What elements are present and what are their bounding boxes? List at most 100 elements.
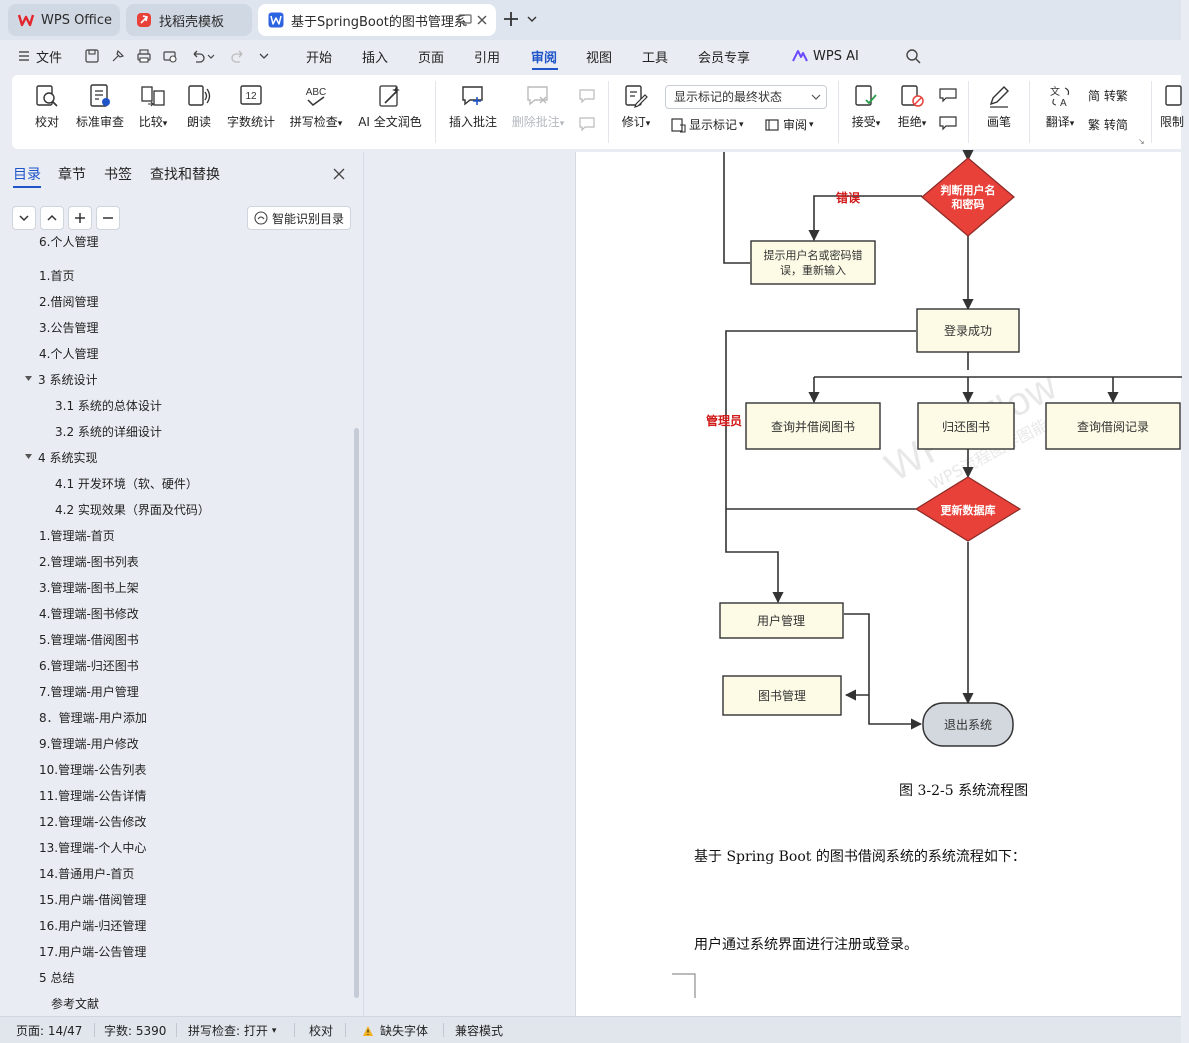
print-preview-icon[interactable] — [162, 48, 178, 64]
toc-item[interactable]: 3 系统设计 — [38, 373, 98, 387]
ai-polish-button[interactable]: AI 全文润色 — [356, 79, 424, 130]
menu-review[interactable]: 审阅 — [531, 50, 558, 66]
show-markup-button[interactable]: 显示标记▾ — [670, 116, 744, 133]
tab-document[interactable]: 基于SpringBoot的图书管理系 — [258, 4, 496, 36]
menu-view[interactable]: 视图 — [586, 50, 613, 66]
delete-comment-button[interactable]: 删除批注▾ — [508, 79, 568, 130]
toc-item[interactable]: 5.管理端-借阅图书 — [39, 633, 139, 647]
expand-triangle-icon[interactable] — [24, 374, 33, 383]
toc-item[interactable]: 13.管理端-个人中心 — [39, 841, 147, 855]
toc-item[interactable]: 9.管理端-用户修改 — [39, 737, 139, 751]
ribbon-expand-icon[interactable]: ↘ — [1138, 137, 1145, 146]
save-icon[interactable] — [84, 48, 100, 64]
toc-item[interactable]: 2.借阅管理 — [39, 295, 99, 309]
page-indicator[interactable]: 页面: 14/47 — [16, 1024, 83, 1038]
menu-page[interactable]: 页面 — [418, 50, 445, 66]
toc-item[interactable]: 3.管理端-图书上架 — [39, 581, 139, 595]
track-changes-button[interactable]: 修订▾ — [618, 79, 654, 130]
redo-icon[interactable] — [230, 48, 246, 64]
tab-wps-office[interactable]: WPS Office — [8, 4, 120, 36]
tab-bookmarks[interactable]: 书签 — [104, 167, 132, 183]
add-heading-button[interactable] — [68, 206, 92, 230]
quick-access-dropdown-icon[interactable] — [258, 48, 270, 64]
missing-font-status[interactable]: 缺失字体 — [362, 1022, 428, 1039]
expand-triangle-icon[interactable] — [24, 452, 33, 461]
toc-item[interactable]: 12.管理端-公告修改 — [39, 815, 147, 829]
toc-item[interactable]: 14.普通用户-首页 — [39, 867, 135, 881]
expand-down-button[interactable] — [12, 206, 36, 230]
pen-button[interactable]: 画笔 — [984, 79, 1014, 130]
compare-button[interactable]: 比较▾ — [134, 79, 172, 130]
undo-dropdown-icon[interactable] — [206, 48, 216, 64]
toc-item[interactable]: 4 系统实现 — [38, 451, 98, 465]
toc-item[interactable]: 1.首页 — [39, 269, 75, 283]
toc-item[interactable]: 2.管理端-图书列表 — [39, 555, 139, 569]
menu-tools[interactable]: 工具 — [642, 50, 669, 66]
accept-button[interactable]: 接受▾ — [848, 79, 884, 130]
previous-change-icon[interactable] — [938, 87, 958, 105]
proofread-button[interactable]: 校对 — [32, 79, 62, 130]
close-icon[interactable] — [332, 167, 346, 181]
tab-chapters[interactable]: 章节 — [58, 167, 86, 183]
previous-comment-icon[interactable] — [578, 87, 596, 105]
toc-item[interactable]: 6.个人管理 — [39, 235, 99, 249]
toc-item[interactable]: 5 总结 — [39, 971, 75, 985]
chevron-down-icon[interactable] — [526, 13, 538, 25]
search-icon[interactable] — [905, 48, 921, 64]
reject-button[interactable]: 拒绝▾ — [894, 79, 930, 130]
format-painter-icon[interactable] — [110, 48, 126, 64]
markup-state-select[interactable]: 显示标记的最终状态 — [665, 85, 827, 109]
toc-item[interactable]: 1.管理端-首页 — [39, 529, 115, 543]
spell-check-button[interactable]: ABC 拼写检查▾ — [287, 79, 345, 130]
toc-item[interactable]: 参考文献 — [51, 997, 100, 1011]
remove-heading-button[interactable] — [96, 206, 120, 230]
toc-item[interactable]: 17.用户端-公告管理 — [39, 945, 147, 959]
menu-membership[interactable]: 会员专享 — [698, 50, 751, 66]
toc-item[interactable]: 4.1 开发环境（软、硬件） — [55, 477, 198, 491]
toc-item[interactable]: 3.公告管理 — [39, 321, 99, 335]
toc-item[interactable]: 4.管理端-图书修改 — [39, 607, 139, 621]
word-count-button[interactable]: 12 字数统计 — [226, 79, 276, 130]
next-change-icon[interactable] — [938, 115, 958, 133]
insert-comment-button[interactable]: 插入批注 — [448, 79, 498, 130]
read-aloud-button[interactable]: 朗读 — [186, 79, 212, 130]
restrict-editing-button[interactable]: 限制 — [1160, 79, 1184, 130]
next-comment-icon[interactable] — [578, 115, 596, 133]
toc-item[interactable]: 10.管理端-公告列表 — [39, 763, 147, 777]
undo-icon[interactable] — [190, 48, 206, 64]
wps-ai-menu[interactable]: WPS AI — [792, 40, 859, 72]
proofread-status[interactable]: 校对 — [309, 1024, 334, 1038]
print-icon[interactable] — [136, 48, 152, 64]
menu-insert[interactable]: 插入 — [362, 50, 389, 66]
standard-review-button[interactable]: 标准审查 — [75, 79, 125, 130]
review-pane-button[interactable]: 审阅▾ — [764, 116, 814, 133]
toc-item[interactable]: 4.个人管理 — [39, 347, 99, 361]
toc-scrollbar[interactable] — [354, 428, 359, 998]
toc-item[interactable]: 6.管理端-归还图书 — [39, 659, 139, 673]
collapse-up-button[interactable] — [40, 206, 64, 230]
toc-item[interactable]: 3.2 系统的详细设计 — [55, 425, 162, 439]
tab-find-replace[interactable]: 查找和替换 — [150, 167, 220, 183]
menu-references[interactable]: 引用 — [474, 50, 501, 66]
to-traditional-button[interactable]: 简 转繁 — [1088, 87, 1128, 104]
toc-item[interactable]: 15.用户端-借阅管理 — [39, 893, 147, 907]
toc-item[interactable]: 8．管理端-用户添加 — [39, 711, 147, 725]
smart-toc-button[interactable]: 智能识别目录 — [247, 206, 351, 230]
toc-item[interactable]: 16.用户端-归还管理 — [39, 919, 147, 933]
toc-item[interactable]: 11.管理端-公告详情 — [39, 789, 147, 803]
toc-item[interactable]: 4.2 实现效果（界面及代码） — [55, 503, 210, 517]
document-page[interactable]: WPS Flow WPS流程图作图能力 — [575, 149, 1182, 1016]
file-menu[interactable]: 文件 — [18, 40, 62, 72]
to-simplified-button[interactable]: 繁 转简 — [1088, 116, 1128, 133]
menu-start[interactable]: 开始 — [306, 50, 333, 66]
tab-docer-templates[interactable]: 找稻壳模板 — [126, 4, 252, 36]
monitor-icon[interactable] — [458, 13, 472, 27]
toc-item[interactable]: 7.管理端-用户管理 — [39, 685, 139, 699]
tab-toc[interactable]: 目录 — [13, 167, 41, 183]
word-count-indicator[interactable]: 字数: 5390 — [104, 1024, 167, 1038]
add-tab-icon[interactable] — [502, 10, 520, 28]
pane-divider[interactable] — [363, 152, 364, 1016]
spell-check-status[interactable]: 拼写检查: 打开▾ — [188, 1022, 276, 1039]
close-icon[interactable] — [474, 12, 490, 28]
